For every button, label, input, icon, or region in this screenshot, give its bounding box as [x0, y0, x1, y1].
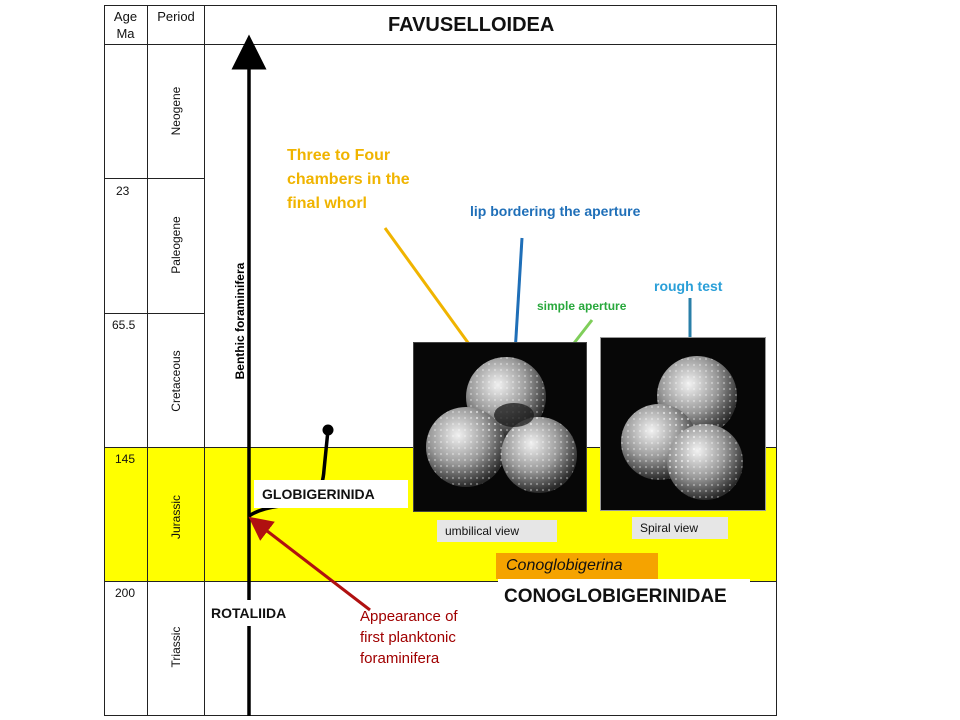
- chambers-annotation: Three to Four chambers in the final whor…: [287, 147, 410, 212]
- age-column-header: Age Ma: [113, 9, 138, 41]
- spiral-view-image: [600, 337, 766, 511]
- umbilical-fossil-illustration: [426, 357, 577, 493]
- lip-annotation: lip bordering the aperture: [470, 203, 641, 219]
- branch-endpoint-dot: [322, 424, 334, 436]
- appearance-arrow: [248, 516, 371, 612]
- chambers-arrow: [383, 227, 484, 363]
- umbilical-view-image: [413, 342, 587, 512]
- age-65-5: 65.5: [112, 318, 136, 332]
- spiral-fossil-illustration: [621, 356, 743, 500]
- age-145: 145: [115, 452, 136, 466]
- benthic-foraminifera-label: Benthic foraminifera: [233, 262, 247, 380]
- page-title: FAVUSELLOIDEA: [388, 14, 555, 36]
- rough-test-annotation: rough test: [654, 278, 723, 294]
- age-23: 23: [116, 184, 130, 198]
- simple-aperture-annotation: simple aperture: [537, 299, 627, 313]
- genus-label: Conoglobigerina: [496, 553, 658, 579]
- appearance-note: Appearance of first planktonic foraminif…: [360, 608, 458, 667]
- rotaliida-label: ROTALIIDA: [205, 600, 305, 626]
- family-label: CONOGLOBIGERINIDAE: [498, 579, 750, 613]
- age-200: 200: [115, 586, 136, 600]
- period-column-header: Period: [157, 9, 195, 24]
- spiral-view-caption: Spiral view: [632, 517, 728, 539]
- umbilical-view-caption: umbilical view: [437, 520, 557, 542]
- globigerinida-label: GLOBIGERINIDA: [254, 480, 408, 508]
